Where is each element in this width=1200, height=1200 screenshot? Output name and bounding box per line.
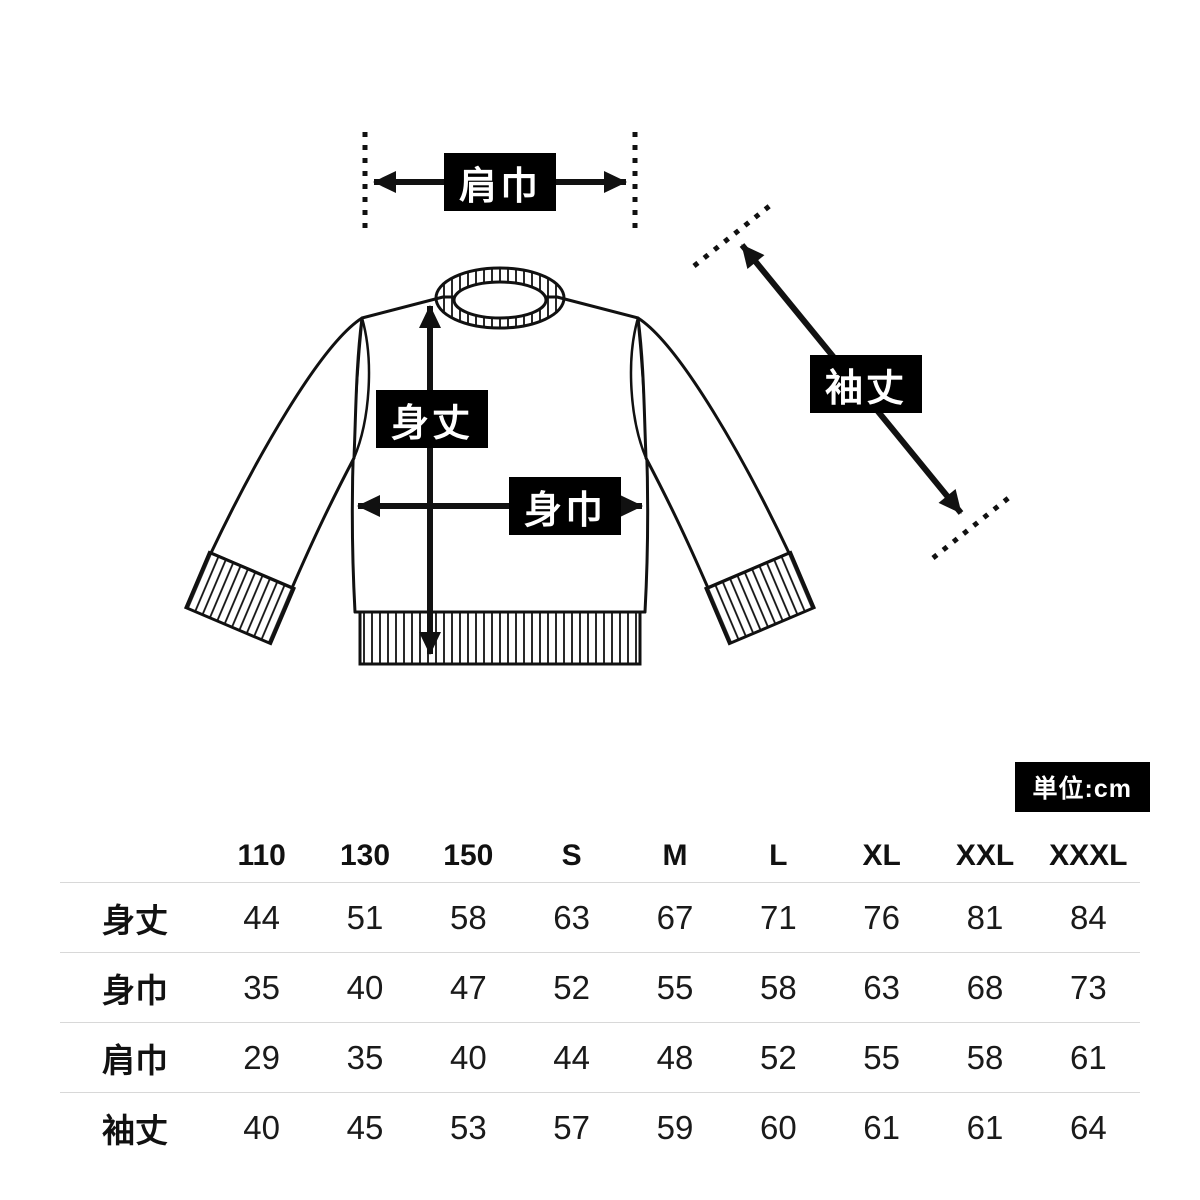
size-header-cell: S <box>561 839 582 872</box>
measurement-cell: 47 <box>449 968 487 1006</box>
measurement-cell: 52 <box>759 1038 797 1076</box>
measurement-cell: 68 <box>966 968 1004 1006</box>
measurement-cell: 51 <box>346 898 384 936</box>
measurement-cell: 40 <box>243 1108 281 1146</box>
measurement-cell: 29 <box>243 1038 281 1076</box>
measurement-cell: 55 <box>863 1038 901 1076</box>
hem-ribbing <box>358 610 642 666</box>
measurement-cell: 73 <box>1069 968 1107 1006</box>
table-row-body-width: 身巾 35 40 47 52 55 58 63 68 73 <box>60 952 1140 1022</box>
right-cuff <box>703 550 817 646</box>
size-header-cell: 110 <box>237 839 286 872</box>
measurement-cell: 67 <box>656 898 694 936</box>
measurement-cell: 84 <box>1069 898 1107 936</box>
measurement-cell: 57 <box>553 1108 591 1146</box>
shoulder-width-label: 肩巾 <box>444 153 556 211</box>
measurement-cell: 76 <box>863 898 901 936</box>
body-length-label: 身丈 <box>376 390 488 448</box>
table-row-sleeve-length: 袖丈 40 45 53 57 59 60 61 61 64 <box>60 1092 1140 1162</box>
measurement-cell: 58 <box>966 1038 1004 1076</box>
row-label: 肩巾 <box>102 1041 168 1079</box>
measurement-cell: 55 <box>656 968 694 1006</box>
right-sleeve <box>636 316 817 646</box>
size-header-cell: XL <box>862 839 901 872</box>
measurement-cell: 60 <box>759 1108 797 1146</box>
measurement-cell: 63 <box>553 898 591 936</box>
measurement-cell: 61 <box>1069 1038 1107 1076</box>
unit-badge: 単位:cm <box>1014 762 1150 812</box>
measurement-cell: 35 <box>243 968 281 1006</box>
row-label: 身巾 <box>102 971 168 1009</box>
measurement-cell: 40 <box>346 968 384 1006</box>
table-row-shoulder-width: 肩巾 29 35 40 44 48 52 55 58 61 <box>60 1022 1140 1092</box>
sweatshirt-measurement-diagram: 肩巾 身丈 身巾 袖丈 <box>183 132 1013 666</box>
left-armhole-seam <box>352 317 371 459</box>
measurement-cell: 63 <box>863 968 901 1006</box>
measurement-cell: 59 <box>656 1108 694 1146</box>
measurement-cell: 58 <box>759 968 797 1006</box>
measurement-cell: 61 <box>863 1108 901 1146</box>
left-sleeve <box>183 316 364 646</box>
measurement-cell: 81 <box>966 898 1004 936</box>
size-header-cell: M <box>662 839 688 872</box>
table-row-body-length: 身丈 44 51 58 63 67 71 76 81 84 <box>60 882 1140 952</box>
row-label: 身丈 <box>102 901 168 939</box>
size-header-cell: XXXL <box>1049 839 1128 872</box>
measurement-cell: 53 <box>449 1108 487 1146</box>
size-header-cell: 150 <box>443 839 494 872</box>
measurement-cell: 40 <box>449 1038 487 1076</box>
collar <box>434 266 566 330</box>
measurement-cell: 45 <box>346 1108 384 1146</box>
size-header-cell: 130 <box>339 839 391 872</box>
size-header-cell: XXL <box>955 839 1015 872</box>
left-cuff <box>183 550 297 646</box>
measurement-cell: 44 <box>553 1038 591 1076</box>
measurement-cell: 64 <box>1069 1108 1107 1146</box>
measurement-cell: 71 <box>759 898 797 936</box>
size-table: 110 130 150 S M L XL XXL XXXL 身丈 44 51 5… <box>60 830 1140 1162</box>
measurement-cell: 61 <box>966 1108 1004 1146</box>
sweatshirt-drawing <box>183 132 1013 666</box>
body-width-label: 身巾 <box>509 477 621 535</box>
right-armhole-seam <box>629 317 648 459</box>
size-header-row: 110 130 150 S M L XL XXL XXXL <box>60 830 1140 882</box>
sleeve-length-label: 袖丈 <box>810 355 922 413</box>
measurement-cell: 44 <box>243 898 281 936</box>
size-header-cell: L <box>769 839 788 872</box>
measurement-cell: 35 <box>346 1038 384 1076</box>
measurement-cell: 48 <box>656 1038 694 1076</box>
row-label: 袖丈 <box>102 1111 168 1149</box>
measurement-cell: 52 <box>553 968 591 1006</box>
sweatshirt-body <box>350 295 650 614</box>
measurement-cell: 58 <box>449 898 487 936</box>
